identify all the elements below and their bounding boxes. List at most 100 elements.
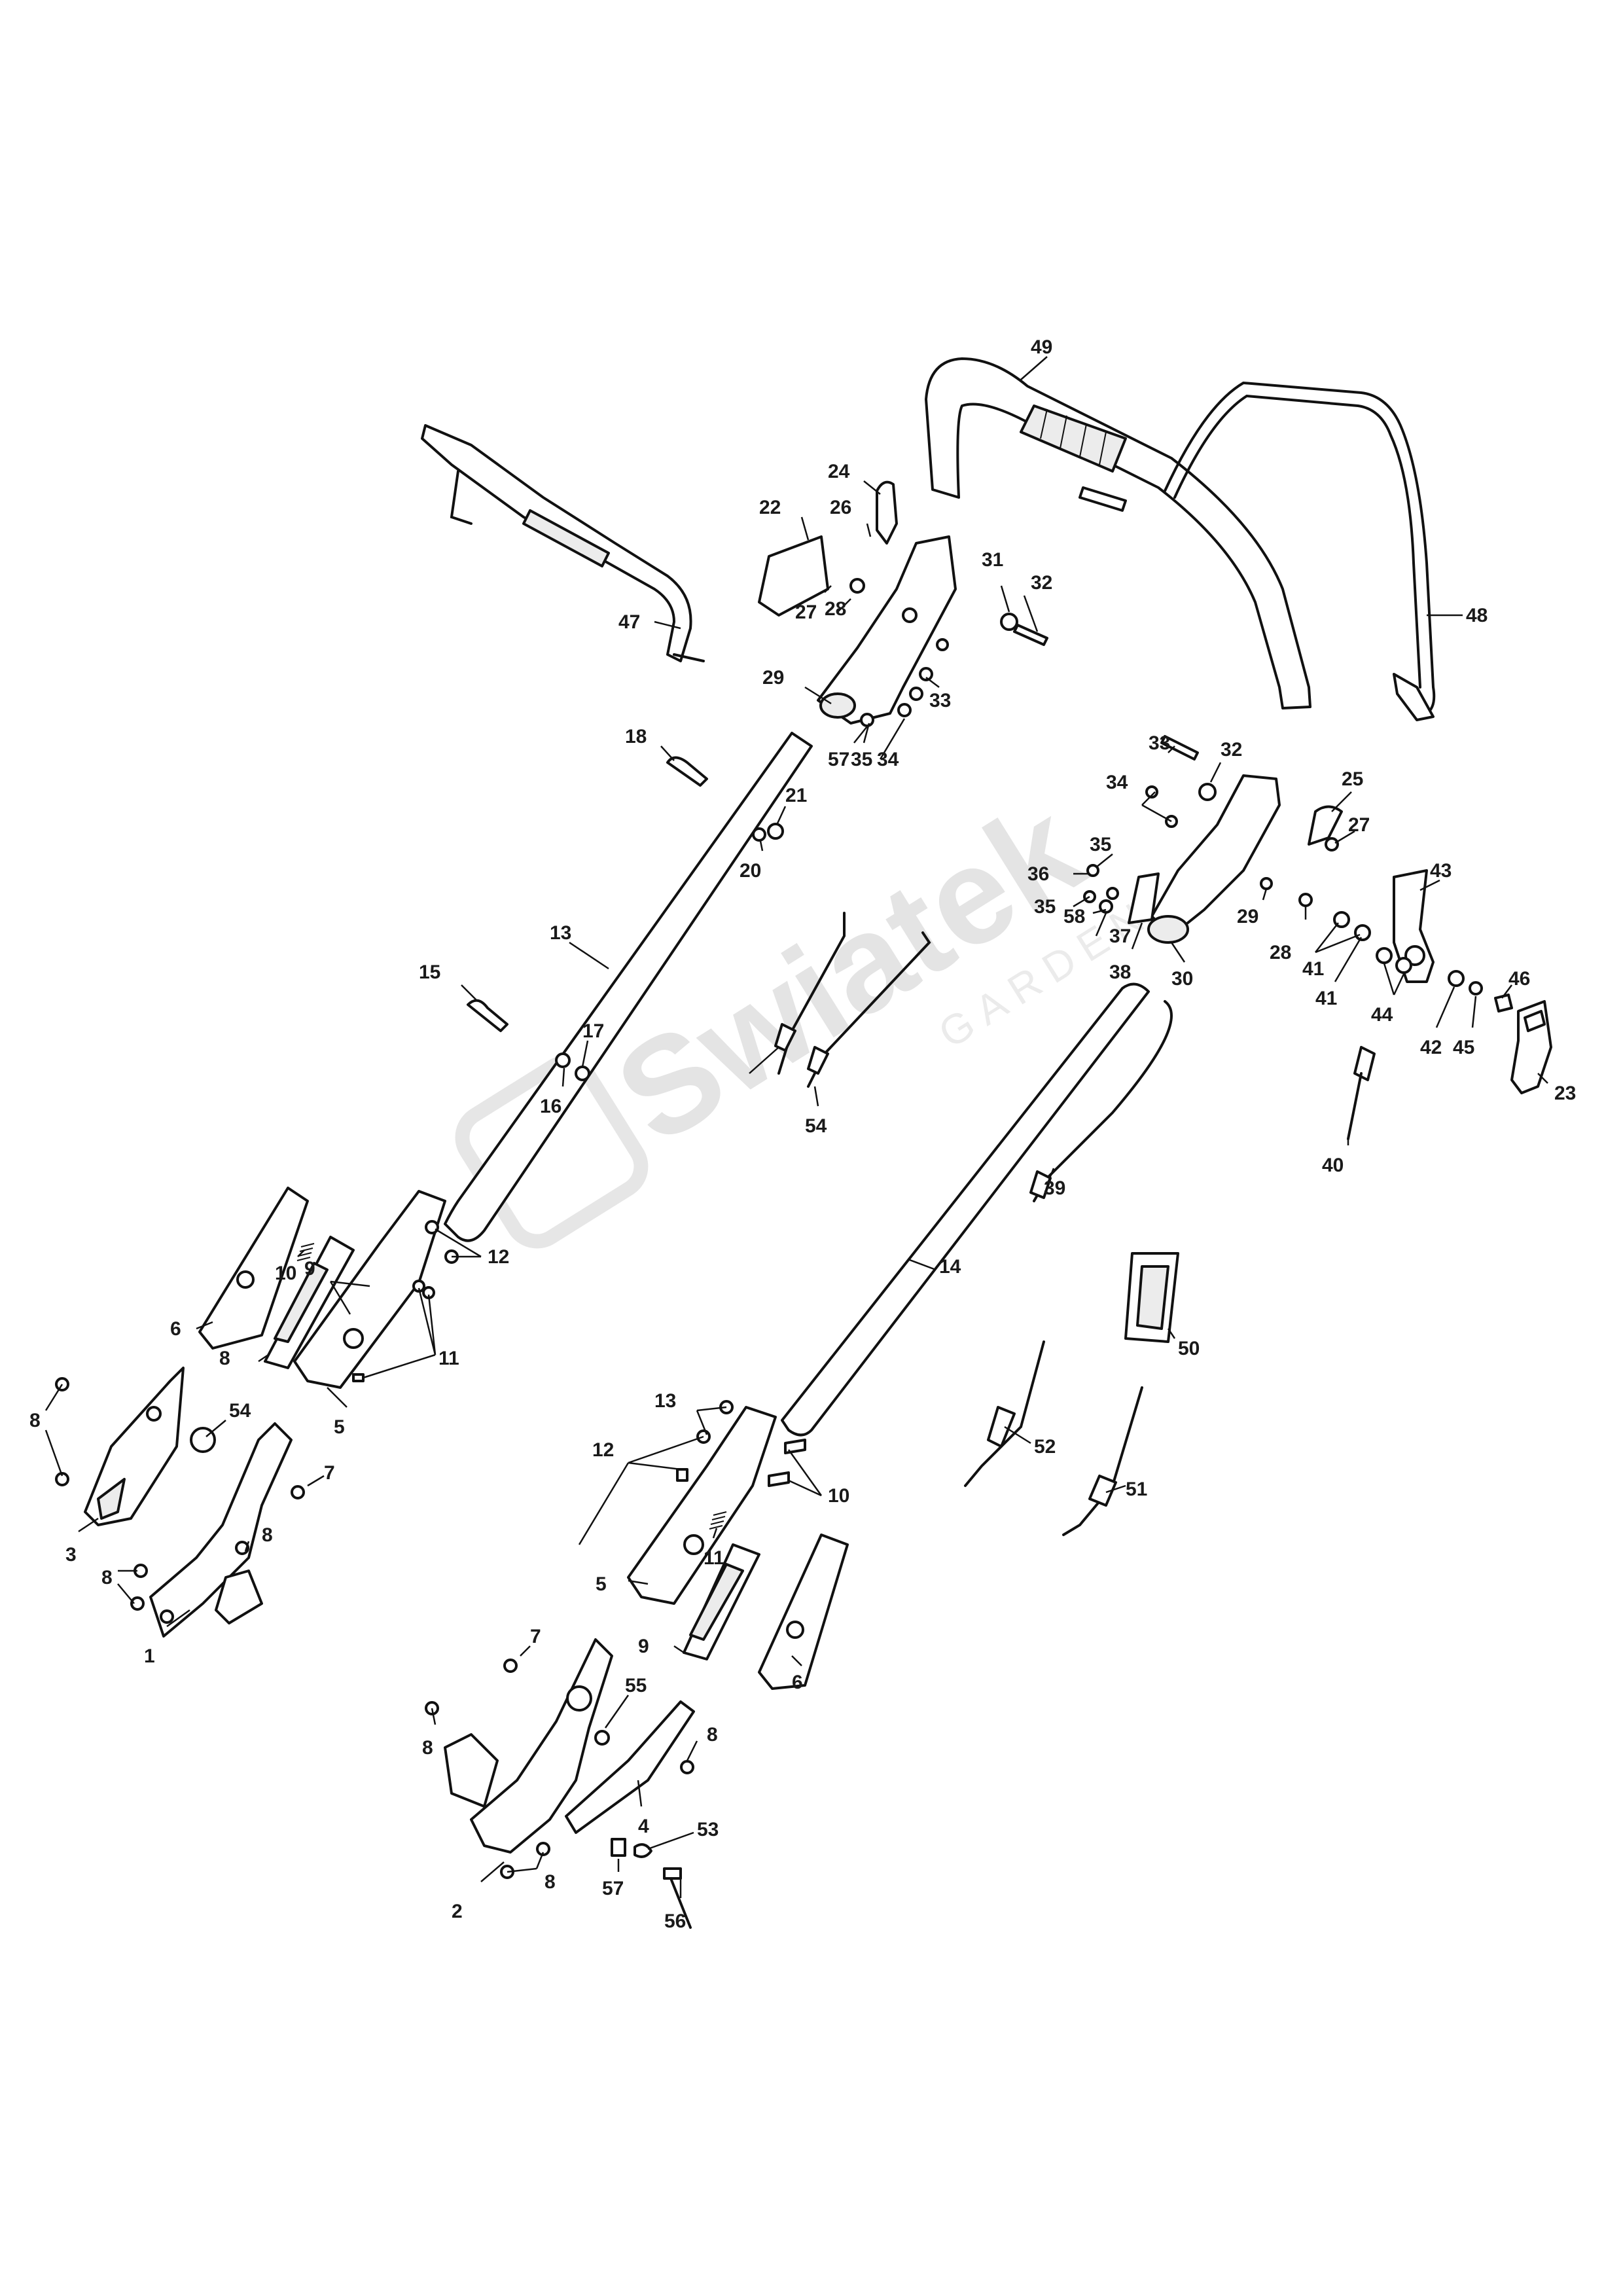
callout-label: 34 [1106, 772, 1128, 793]
callout-label: 6 [792, 1672, 803, 1693]
callout-label: 47 [618, 611, 640, 633]
callout-label: 38 [1109, 961, 1131, 983]
callout-label: 5 [596, 1573, 607, 1595]
part-handle-bracket-upper-left [758, 480, 957, 725]
callout-label: 3 [65, 1544, 77, 1566]
callout-label: 41 [1302, 958, 1324, 980]
callout-label: 32 [1031, 572, 1052, 594]
part-pins-upper [666, 756, 784, 842]
part-lower-bracket-left [55, 1367, 305, 1638]
callout-label: 11 [704, 1547, 724, 1569]
part-handle-clamp-right [627, 1400, 849, 1690]
part-handle-clamp-left [198, 1187, 459, 1389]
callout-label: 57 [602, 1878, 624, 1899]
callout-label: 50 [1178, 1338, 1200, 1359]
callout-label: 33 [929, 690, 951, 711]
callout-label: 20 [740, 860, 761, 882]
part-control-cables [964, 1340, 1143, 1536]
callout-label: 8 [262, 1524, 273, 1546]
callout-label: 12 [592, 1439, 614, 1461]
part-lever-group-right [1333, 869, 1552, 1140]
callout-label: 42 [1420, 1037, 1442, 1058]
callout-label: 35 [1090, 834, 1111, 855]
callout-label: 30 [1171, 968, 1193, 990]
callout-label: 26 [830, 497, 851, 518]
callout-label: 21 [785, 785, 807, 806]
watermark: Swiatek GARDEN [455, 771, 1160, 1249]
callout-label: 33 [1149, 732, 1170, 754]
callout-label: 10 [828, 1485, 849, 1507]
callout-label: 4 [638, 1816, 649, 1837]
part-lower-bracket-right [425, 1638, 695, 1879]
part-cables-center [774, 912, 931, 1088]
callout-label: 24 [828, 461, 850, 482]
callout-label: 32 [1221, 739, 1242, 761]
callout-label: 46 [1508, 968, 1530, 990]
part-upper-tube-left [444, 732, 813, 1242]
callout-label: 52 [1034, 1436, 1056, 1458]
callout-label: 6 [170, 1318, 181, 1340]
callout-label: 15 [419, 961, 440, 983]
callout-label: 27 [795, 601, 817, 623]
callout-label: 7 [324, 1462, 335, 1484]
callout-label: 8 [101, 1567, 113, 1588]
callout-label: 25 [1342, 768, 1363, 790]
callout-label: 13 [550, 922, 571, 944]
callout-label: 43 [1430, 860, 1452, 882]
callout-label: 11 [438, 1348, 459, 1369]
callout-label: 27 [1348, 814, 1370, 836]
part-lower-tube-right [781, 982, 1150, 1437]
callout-label: 2 [452, 1901, 463, 1922]
callout-label: 34 [877, 749, 899, 770]
callout-label: 48 [1466, 605, 1488, 626]
callout-label: 23 [1554, 1083, 1576, 1104]
callout-label: 55 [625, 1675, 647, 1696]
callout-label: 18 [625, 726, 647, 747]
callout-label: 49 [1031, 336, 1052, 358]
callout-label: 54 [229, 1400, 251, 1422]
callout-label: 14 [939, 1256, 961, 1278]
callout-label: 51 [1126, 1479, 1147, 1500]
callout-label: 8 [422, 1737, 433, 1759]
callout-label: 5 [334, 1416, 345, 1438]
part-bail-bar [1164, 381, 1436, 721]
callout-label: 28 [1270, 942, 1291, 963]
callout-label: 13 [654, 1390, 676, 1412]
callout-label: 37 [1109, 925, 1131, 947]
callout-label: 31 [982, 549, 1003, 571]
callout-label: 29 [1237, 906, 1258, 927]
callout-label: 9 [304, 1258, 315, 1280]
callout-label: 8 [29, 1410, 41, 1431]
part-cable-guide [1124, 1252, 1179, 1343]
callout-label: 8 [219, 1348, 230, 1369]
part-handle-bracket-upper-right [1083, 735, 1343, 944]
part-cable-38 [1029, 1000, 1173, 1202]
callout-label: 1 [144, 1645, 155, 1667]
callout-label: 16 [540, 1096, 562, 1117]
callout-label: 8 [707, 1724, 718, 1746]
callout-label: 54 [805, 1115, 827, 1137]
callout-label: 53 [697, 1819, 719, 1840]
callout-label: 35 [851, 749, 872, 770]
callout-label: 36 [1027, 863, 1049, 885]
callout-label: 10 [275, 1263, 296, 1284]
part-upper-handlebar [925, 357, 1311, 709]
callout-label: 7 [530, 1626, 541, 1647]
callout-label: 9 [638, 1636, 649, 1657]
callout-label: 45 [1453, 1037, 1474, 1058]
callout-label: 57 [828, 749, 849, 770]
callout-labels: 1 2 3 4 5 5 6 6 7 7 8 8 8 8 8 8 8 [29, 336, 1576, 1932]
callout-label: 58 [1063, 906, 1085, 927]
callout-label: 35 [1034, 896, 1056, 918]
callout-label: 12 [488, 1246, 509, 1268]
callout-label: 22 [759, 497, 781, 518]
callout-label: 29 [762, 667, 784, 689]
callout-label: 44 [1371, 1004, 1393, 1026]
part-fasteners-upper-left [860, 613, 1048, 727]
callout-label: 17 [582, 1020, 604, 1042]
callout-label: 39 [1044, 1177, 1065, 1199]
callout-label: 56 [664, 1910, 686, 1932]
callout-label: 8 [544, 1871, 556, 1893]
part-fasteners-bottom [611, 1838, 692, 1929]
